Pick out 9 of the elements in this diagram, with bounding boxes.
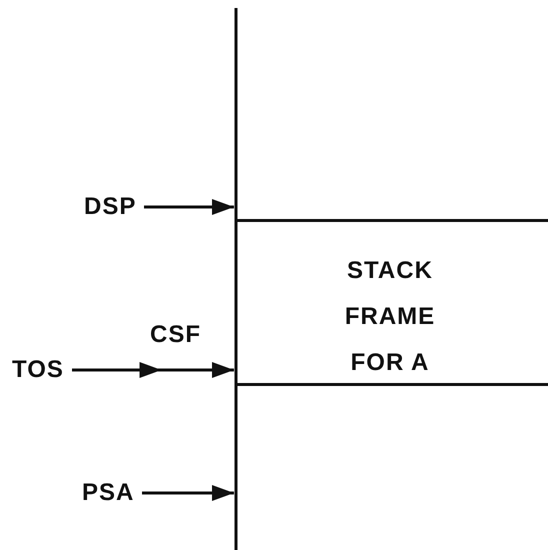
arrow (72, 362, 234, 378)
arrow (144, 199, 234, 215)
pointer-label: TOS (12, 356, 64, 384)
pointer-label: PSA (82, 479, 134, 507)
stack-frame-box (235, 219, 548, 386)
arrow (142, 485, 234, 501)
pointer-label: DSP (84, 193, 136, 221)
edge-label: CSF (150, 321, 201, 349)
frame-label: STACK FRAME FOR A (344, 256, 436, 378)
